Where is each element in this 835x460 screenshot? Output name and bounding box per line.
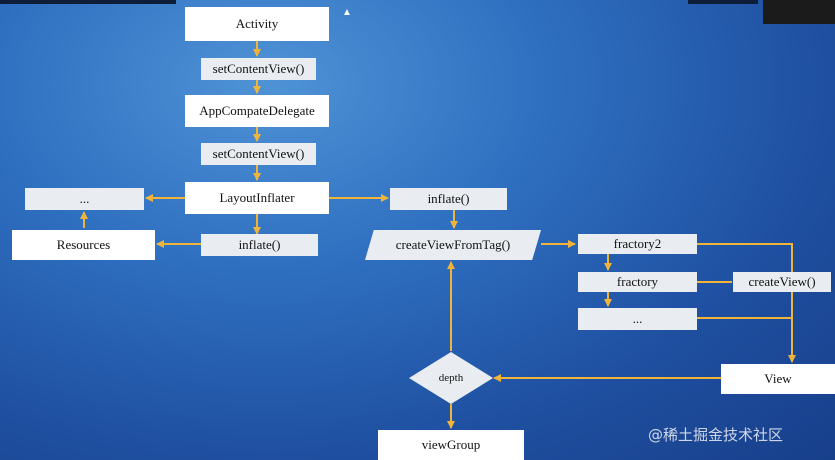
- node-setcontentview-2: setContentView(): [201, 143, 316, 165]
- top-title-fragment: [688, 0, 758, 4]
- node-inflate-mid: inflate(): [390, 188, 507, 210]
- arrow-fractory2-to-view: [697, 243, 796, 363]
- node-inflate-left: inflate(): [201, 234, 318, 256]
- node-resources: Resources: [12, 230, 155, 260]
- node-layoutinflater: LayoutInflater: [185, 182, 329, 214]
- watermark: @稀土掘金技术社区: [648, 426, 784, 444]
- node-appcompatdelegate: AppCompateDelegate: [185, 95, 329, 127]
- node-view: View: [721, 364, 835, 394]
- node-activity: Activity: [185, 7, 329, 41]
- node-viewgroup: viewGroup: [378, 430, 524, 460]
- node-createview: createView(): [733, 272, 831, 292]
- node-fractory: fractory: [578, 272, 697, 292]
- node-setcontentview-1: setContentView(): [201, 58, 316, 80]
- node-ellipsis-right: ...: [578, 308, 697, 330]
- node-fractory2: fractory2: [578, 234, 697, 254]
- node-createviewfromtag: createViewFromTag(): [365, 230, 541, 260]
- top-title-fragment: [0, 0, 176, 4]
- mouse-cursor-icon: ▲: [342, 7, 352, 18]
- node-depth-decision: depth: [409, 352, 493, 404]
- video-overlay-corner: [763, 0, 835, 24]
- node-ellipsis-left: ...: [25, 188, 144, 210]
